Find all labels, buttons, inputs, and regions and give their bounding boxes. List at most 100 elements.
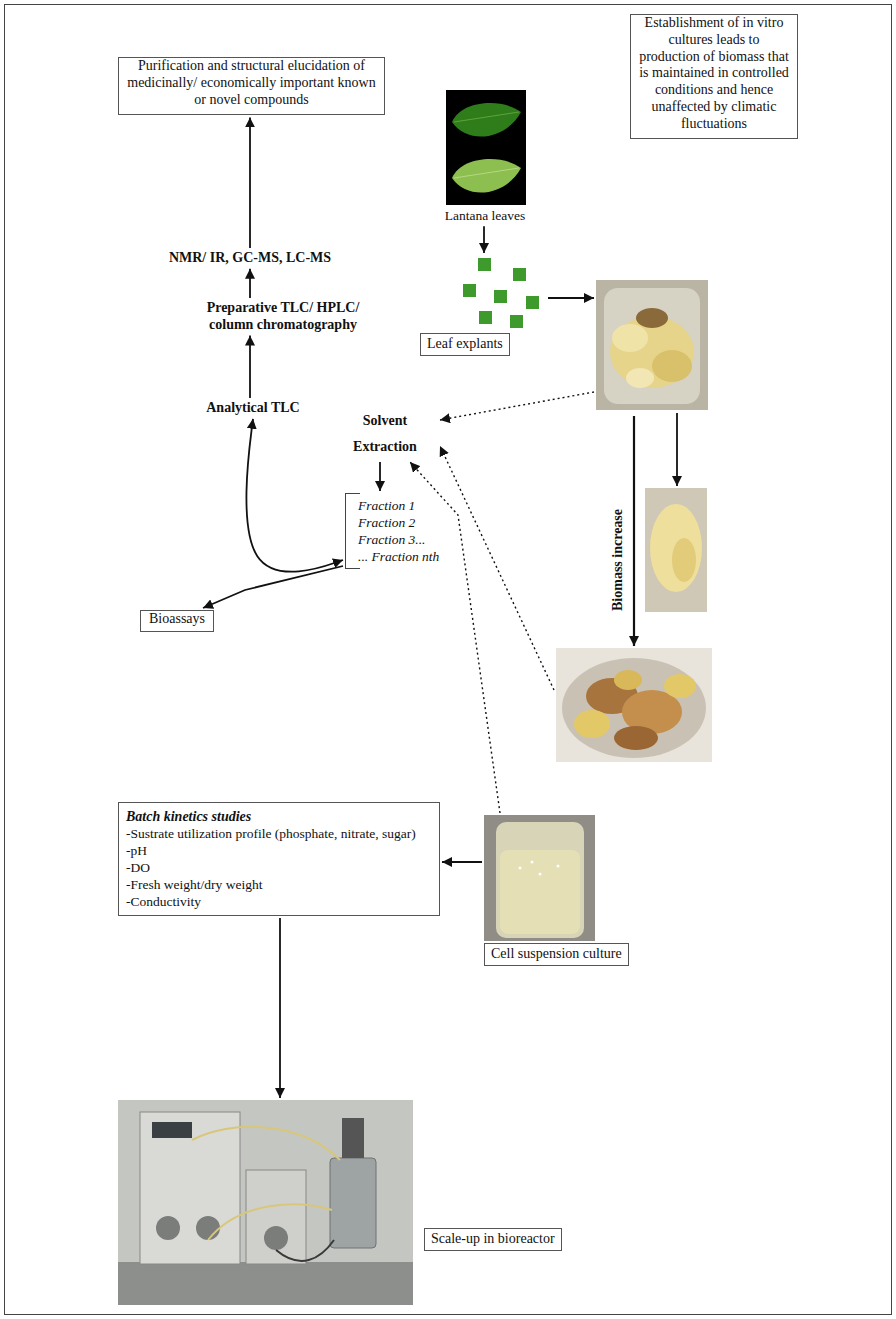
flow-connector (279, 918, 281, 1098)
cell-dot (557, 865, 560, 868)
step-text: NMR/ IR, GC-MS, LC-MS (150, 250, 350, 267)
pump-unit (246, 1170, 306, 1264)
node-text: Fraction 3... (358, 531, 441, 548)
callus-mass (614, 726, 658, 750)
flask-body (496, 822, 584, 938)
dotted-arrow (440, 392, 594, 420)
explant-square (478, 258, 491, 271)
photo-node: Scale-up in bioreactor (118, 1100, 553, 1305)
leaf-shape (452, 159, 521, 192)
explant-square (463, 284, 476, 297)
cell-dot (519, 867, 522, 870)
cell-dot (539, 873, 542, 876)
step-text: Preparative TLC/ HPLC/ column chromatogr… (188, 300, 378, 334)
leaf-vein (454, 112, 519, 122)
photo-node: Leaf explants (420, 255, 545, 356)
leaf-photo (446, 90, 526, 205)
callus-mass (672, 538, 696, 582)
process-box: Bioassays (140, 610, 214, 632)
photo-ground (645, 488, 707, 612)
flow-arrow (548, 297, 594, 299)
stirrer-motor (342, 1118, 364, 1158)
node-text: Fraction 1 (358, 497, 441, 514)
reactor-vessel (330, 1158, 376, 1248)
tubing (208, 1204, 332, 1240)
flow-connector (203, 566, 343, 608)
process-box: Batch kinetics studies-Sustrate utilizat… (118, 802, 440, 916)
node-text: Batch kinetics studies (126, 808, 432, 825)
flow-connector (379, 462, 381, 491)
leaf-shape (452, 103, 521, 136)
pump-head (156, 1216, 180, 1240)
callus-mass (574, 710, 610, 738)
node-text: Preparative TLC/ HPLC/ column chromatogr… (188, 300, 378, 334)
pump-head (264, 1226, 288, 1250)
pump-head (196, 1216, 220, 1240)
node-text: ... Fraction nth (358, 548, 441, 565)
flow-connector (483, 226, 485, 253)
callus-mass (612, 324, 648, 352)
flow-arrow (676, 413, 678, 486)
flask-photo (484, 815, 595, 941)
fraction-bracket: Fraction 1Fraction 2Fraction 3...... Fra… (345, 493, 445, 569)
node-text: Leaf explants (420, 333, 510, 356)
step-text: Solvent Extraction (335, 408, 435, 460)
step-text: Analytical TLC (193, 400, 313, 417)
node-text: Solvent Extraction (335, 408, 435, 460)
node-text: NMR/ IR, GC-MS, LC-MS (150, 250, 350, 267)
callus-mass (650, 504, 702, 592)
node-text: Lantana leaves (435, 208, 535, 224)
controller-unit (140, 1112, 240, 1264)
node-text: -Fresh weight/dry weight (126, 876, 432, 893)
note-box: Establishment of in vitro cultures leads… (630, 14, 798, 139)
callus-mass (636, 308, 668, 328)
glass-vessel (604, 288, 700, 404)
flow-connector (249, 336, 251, 398)
node-text: Fraction 2 (358, 514, 441, 531)
node-text: Scale-up in bioreactor (424, 1228, 562, 1251)
culture-liquid (500, 850, 580, 934)
photo-ground (484, 815, 595, 941)
node-text: Purification and structural elucidation … (127, 58, 376, 108)
explant-squares (463, 258, 539, 328)
explant-square (510, 315, 523, 328)
bioreactor-photo (118, 1100, 413, 1305)
flow-connector (249, 269, 251, 298)
explant-square (494, 290, 507, 303)
node-text: -DO (126, 859, 432, 876)
cell-dot (531, 861, 534, 864)
callus-photo (645, 488, 707, 612)
explant-square (479, 311, 492, 324)
dotted-arrow (440, 446, 554, 690)
node-text: -pH (126, 842, 432, 859)
display-screen (152, 1122, 192, 1138)
explant-square (513, 268, 526, 281)
annotation-label: Biomass increase (610, 509, 626, 611)
node-text: Bioassays (149, 611, 205, 628)
cable (276, 1240, 334, 1261)
leaf-vein (454, 168, 519, 178)
flow-connector (249, 117, 251, 248)
callus-mass (614, 670, 642, 690)
culture-dish (562, 658, 706, 758)
photo-ground (596, 280, 708, 410)
process-box: Purification and structural elucidation … (118, 57, 385, 115)
lab-bench (118, 1262, 413, 1305)
tubing (192, 1127, 340, 1160)
node-text: Establishment of in vitro cultures leads… (637, 15, 791, 133)
node-text: -Conductivity (126, 893, 432, 910)
flow-connector (246, 419, 343, 572)
callus-mass (664, 674, 696, 698)
biomass-arrow (633, 416, 635, 646)
callus-photo (596, 280, 708, 410)
photo-ground (556, 648, 712, 762)
callus-mass (626, 368, 654, 388)
callus-photo (556, 648, 712, 762)
explant-square (526, 296, 539, 309)
photo-ground (118, 1100, 413, 1305)
node-text: Analytical TLC (193, 400, 313, 417)
photo-node: Lantana leaves (435, 90, 535, 224)
